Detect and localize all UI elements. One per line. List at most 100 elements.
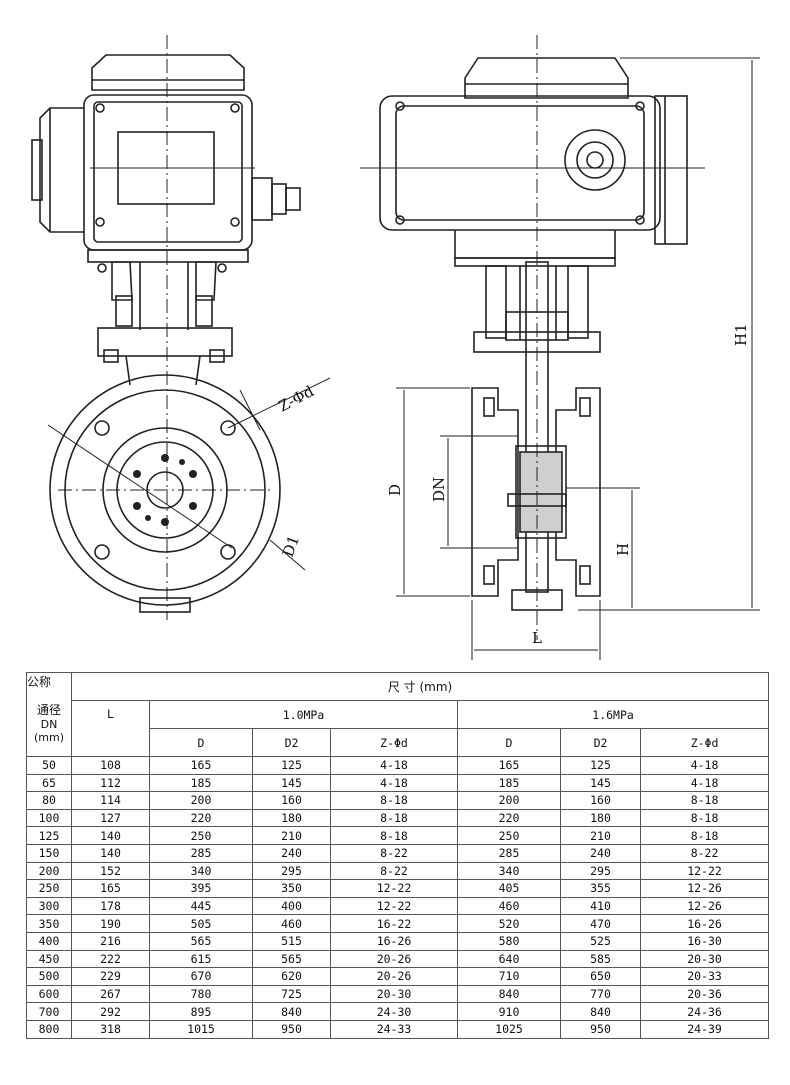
table-cell: 250	[26, 879, 72, 898]
table-cell: 20-30	[639, 949, 770, 969]
right-view-dimensions	[360, 35, 760, 660]
label-z-phi-d: Z-Φd	[275, 382, 317, 416]
left-view-actuator	[31, 54, 301, 273]
table-cell: 4-18	[330, 756, 458, 775]
header-d2-1: D2	[252, 728, 331, 757]
table-cell: 216	[71, 931, 150, 951]
table-cell: 160	[252, 791, 331, 810]
table-cell: 229	[71, 967, 150, 986]
table-cell: 165	[71, 879, 150, 898]
table-cell: 12-22	[639, 861, 770, 881]
header-dimensions: 尺 寸 (mm)	[70, 672, 770, 701]
table-cell: 4-18	[639, 773, 770, 793]
table-cell: 505	[149, 914, 253, 933]
table-cell: 8-22	[330, 861, 458, 881]
table-cell: 180	[252, 808, 331, 828]
table-cell: 670	[149, 967, 253, 986]
header-group-1: 1.0MPa	[149, 700, 458, 729]
table-cell: 180	[560, 808, 641, 828]
table-cell: 12-26	[639, 896, 770, 916]
table-cell: 125	[560, 756, 641, 775]
table-cell: 580	[457, 931, 561, 951]
table-cell: 950	[560, 1019, 641, 1039]
table-cell: 16-30	[639, 931, 770, 951]
table-cell: 840	[457, 984, 561, 1004]
table-cell: 780	[149, 984, 253, 1004]
table-cell: 725	[252, 984, 331, 1004]
table-cell: 520	[457, 914, 561, 933]
table-cell: 24-36	[639, 1002, 770, 1021]
table-cell: 295	[560, 861, 641, 881]
label-d: D	[386, 484, 404, 496]
table-cell: 1015	[149, 1019, 253, 1039]
table-cell: 400	[26, 931, 72, 951]
table-cell: 20-26	[330, 949, 458, 969]
table-cell: 300	[26, 896, 72, 916]
table-cell: 8-18	[330, 808, 458, 828]
label-l: L	[532, 629, 542, 647]
table-cell: 240	[252, 843, 331, 863]
table-cell: 355	[560, 879, 641, 898]
table-cell: 515	[252, 931, 331, 951]
table-cell: 770	[560, 984, 641, 1004]
table-cell: 8-18	[639, 808, 770, 828]
table-cell: 108	[71, 756, 150, 775]
table-cell: 145	[252, 773, 331, 793]
table-cell: 250	[457, 826, 561, 845]
table-cell: 615	[149, 949, 253, 969]
table-cell: 220	[457, 808, 561, 828]
table-cell: 140	[71, 843, 150, 863]
table-cell: 100	[26, 808, 72, 828]
table-cell: 450	[26, 949, 72, 969]
table-cell: 395	[149, 879, 253, 898]
table-cell: 4-18	[330, 773, 458, 793]
right-view-body	[471, 387, 601, 611]
table-cell: 50	[26, 756, 72, 775]
dimension-table: 公称 尺 寸 (mm) 通径 DN (mm) L 1.0MPa 1.6MPa D…	[26, 672, 770, 1039]
table-cell: 350	[26, 914, 72, 933]
table-cell: 112	[71, 773, 150, 793]
table-cell: 185	[457, 773, 561, 793]
table-cell: 200	[149, 791, 253, 810]
table-cell: 640	[457, 949, 561, 969]
label-d1: D1	[279, 533, 303, 559]
valve-technical-drawing: Z-Φd D1	[31, 35, 760, 660]
table-cell: 12-22	[330, 879, 458, 898]
table-cell: 185	[149, 773, 253, 793]
table-cell: 950	[252, 1019, 331, 1039]
table-cell: 240	[560, 843, 641, 863]
table-cell: 400	[252, 896, 331, 916]
label-dn: DN	[430, 477, 448, 502]
table-cell: 8-18	[639, 826, 770, 845]
table-cell: 127	[71, 808, 150, 828]
header-nominal-unit: (mm)	[33, 730, 64, 744]
table-cell: 470	[560, 914, 641, 933]
header-d-2: D	[457, 728, 561, 757]
table-cell: 200	[26, 861, 72, 881]
table-cell: 8-18	[330, 826, 458, 845]
table-cell: 150	[26, 843, 72, 863]
label-h: H	[614, 543, 632, 556]
table-cell: 20-30	[330, 984, 458, 1004]
table-cell: 340	[149, 861, 253, 881]
table-cell: 12-22	[330, 896, 458, 916]
table-cell: 24-39	[639, 1019, 770, 1039]
table-cell: 220	[149, 808, 253, 828]
table-cell: 620	[252, 967, 331, 986]
table-cell: 445	[149, 896, 253, 916]
table-cell: 292	[71, 1002, 150, 1021]
table-cell: 565	[149, 931, 253, 951]
table-cell: 160	[560, 791, 641, 810]
table-cell: 895	[149, 1002, 253, 1021]
header-l: L	[71, 700, 150, 757]
table-cell: 20-36	[639, 984, 770, 1004]
